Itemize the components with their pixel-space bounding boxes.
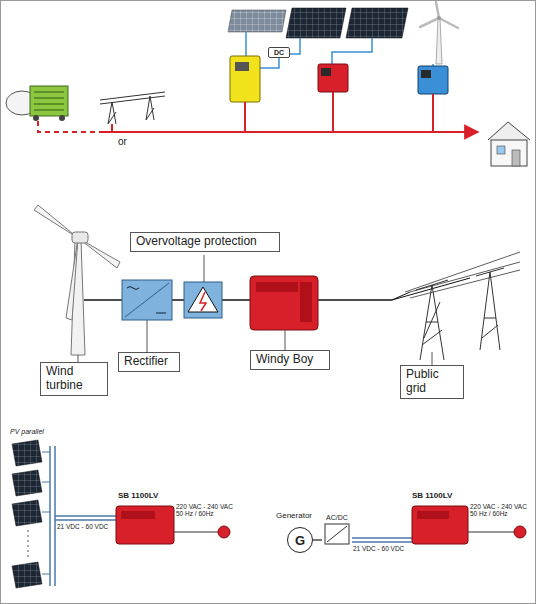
text-label: 220 VAC - 240 VAC 50 Hz / 60Hz <box>176 503 240 517</box>
node-text: Rectifier <box>124 355 174 369</box>
offgrid-system <box>6 2 530 166</box>
node-text: Overvoltage protection <box>136 235 274 249</box>
label-box: Overvoltage protection <box>130 232 280 252</box>
label-box: Public grid <box>400 365 464 399</box>
node-text: G <box>295 533 305 548</box>
text-label: 21 VDC - 60 VDC <box>353 545 411 552</box>
converter-symbol <box>324 523 350 545</box>
text-label: 21 VDC - 60 VDC <box>57 523 115 530</box>
windy-boy-system <box>34 205 520 365</box>
text-label: PV parallel <box>10 428 70 436</box>
node-text: Wind turbine <box>46 365 102 393</box>
text-label: SB 1100LV <box>118 492 178 501</box>
sb1100lv-systems <box>12 440 526 588</box>
dc-box: DC <box>268 47 290 58</box>
text-label: or <box>118 136 138 147</box>
label-box: Rectifier <box>118 352 180 372</box>
label-box: Wind turbine <box>40 362 108 396</box>
node-text: Windy Boy <box>256 353 324 367</box>
generator-circle: G <box>287 527 313 553</box>
text-label: 220 VAC - 240 VAC 50 Hz / 60Hz <box>470 503 534 517</box>
text-label: SB 1100LV <box>412 492 472 501</box>
connector <box>313 539 322 540</box>
node-text: AC/DC <box>322 514 352 522</box>
label-box: Windy Boy <box>250 350 330 370</box>
converter-box: AC/DC <box>322 514 352 545</box>
node-text: DC <box>271 48 287 57</box>
text-label: Generator <box>276 512 326 521</box>
node-text: Public grid <box>406 368 458 396</box>
